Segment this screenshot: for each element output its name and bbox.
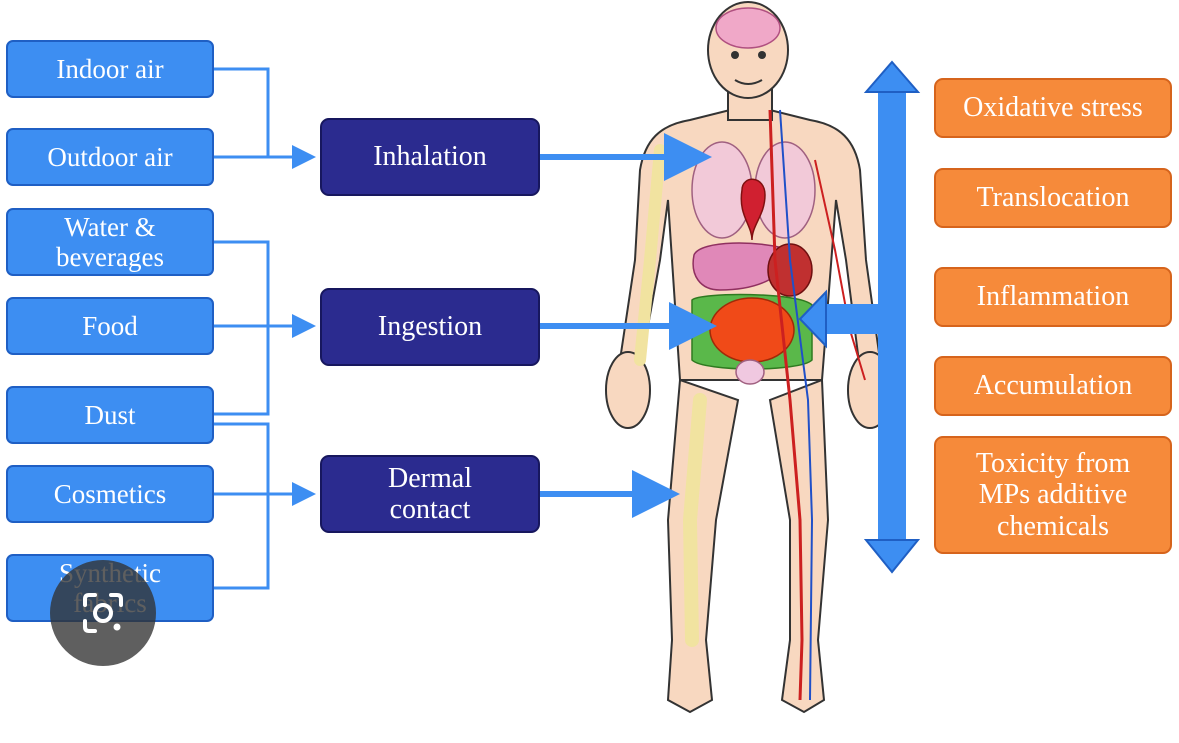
route-inhalation: Inhalation xyxy=(320,118,540,196)
route-dermal-contact: Dermal contact xyxy=(320,455,540,533)
source-outdoor-air: Outdoor air xyxy=(6,128,214,186)
connector-indoor-air xyxy=(214,67,270,157)
effect-inflammation: Inflammation xyxy=(934,267,1172,327)
effects-double-arrow xyxy=(798,60,921,574)
lens-search-button[interactable] xyxy=(50,560,156,666)
connector-water-dust xyxy=(214,240,270,416)
source-dust: Dust xyxy=(6,386,214,444)
heart xyxy=(740,178,766,241)
source-cosmetics: Cosmetics xyxy=(6,465,214,523)
effect-oxidative-stress: Oxidative stress xyxy=(934,78,1172,138)
source-indoor-air: Indoor air xyxy=(6,40,214,98)
source-food: Food xyxy=(6,297,214,355)
route-ingestion: Ingestion xyxy=(320,288,540,366)
brain xyxy=(715,7,781,49)
lens-search-icon xyxy=(83,593,123,633)
connector-dust-fabrics xyxy=(214,422,270,590)
source-water-beverages: Water & beverages xyxy=(6,208,214,276)
effect-translocation: Translocation xyxy=(934,168,1172,228)
effect-toxicity-additives: Toxicity from MPs additive chemicals xyxy=(934,436,1172,554)
effect-accumulation: Accumulation xyxy=(934,356,1172,416)
